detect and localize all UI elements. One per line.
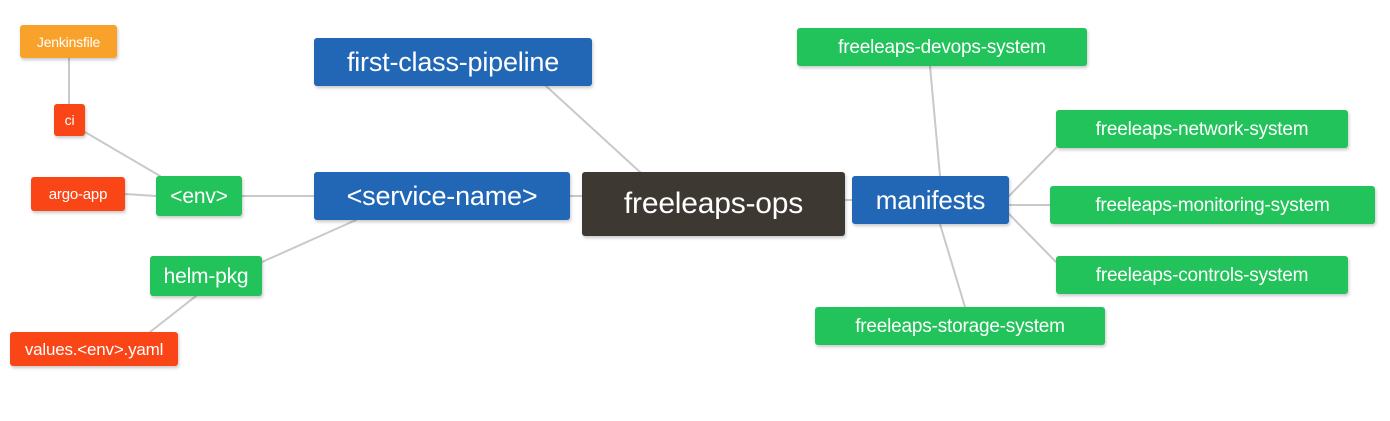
node-freeleaps-network-system[interactable]: freeleaps-network-system <box>1056 110 1348 148</box>
edge-helm-pkg-to-service-name <box>261 219 357 263</box>
node-freeleaps-storage-system[interactable]: freeleaps-storage-system <box>815 307 1105 345</box>
edge-ci-to-env <box>84 131 161 177</box>
edge-manifests-to-freeleaps-network-system <box>1008 147 1057 197</box>
node-jenkinsfile[interactable]: Jenkinsfile <box>20 25 117 58</box>
edge-manifests-to-freeleaps-controls-system <box>1008 213 1057 263</box>
edge-manifests-to-freeleaps-storage-system <box>939 223 966 308</box>
node-argo-app[interactable]: argo-app <box>31 177 125 211</box>
node-env[interactable]: <env> <box>156 176 242 216</box>
node-helm-pkg[interactable]: helm-pkg <box>150 256 262 296</box>
node-freeleaps-devops-system[interactable]: freeleaps-devops-system <box>797 28 1087 66</box>
node-freeleaps-controls-system[interactable]: freeleaps-controls-system <box>1056 256 1348 294</box>
node-manifests[interactable]: manifests <box>852 176 1009 224</box>
edge-first-class-pipeline-to-freeleaps-ops <box>545 85 641 173</box>
edge-manifests-to-freeleaps-devops-system <box>929 65 941 177</box>
edge-argo-app-to-env <box>124 193 157 197</box>
node-freeleaps-ops[interactable]: freeleaps-ops <box>582 172 845 236</box>
node-values-yaml[interactable]: values.<env>.yaml <box>10 332 178 366</box>
edge-values-yaml-to-helm-pkg <box>149 295 197 333</box>
node-service-name[interactable]: <service-name> <box>314 172 570 220</box>
node-ci[interactable]: ci <box>54 104 85 136</box>
node-first-class-pipeline[interactable]: first-class-pipeline <box>314 38 592 86</box>
node-freeleaps-monitoring-system[interactable]: freeleaps-monitoring-system <box>1050 186 1375 224</box>
